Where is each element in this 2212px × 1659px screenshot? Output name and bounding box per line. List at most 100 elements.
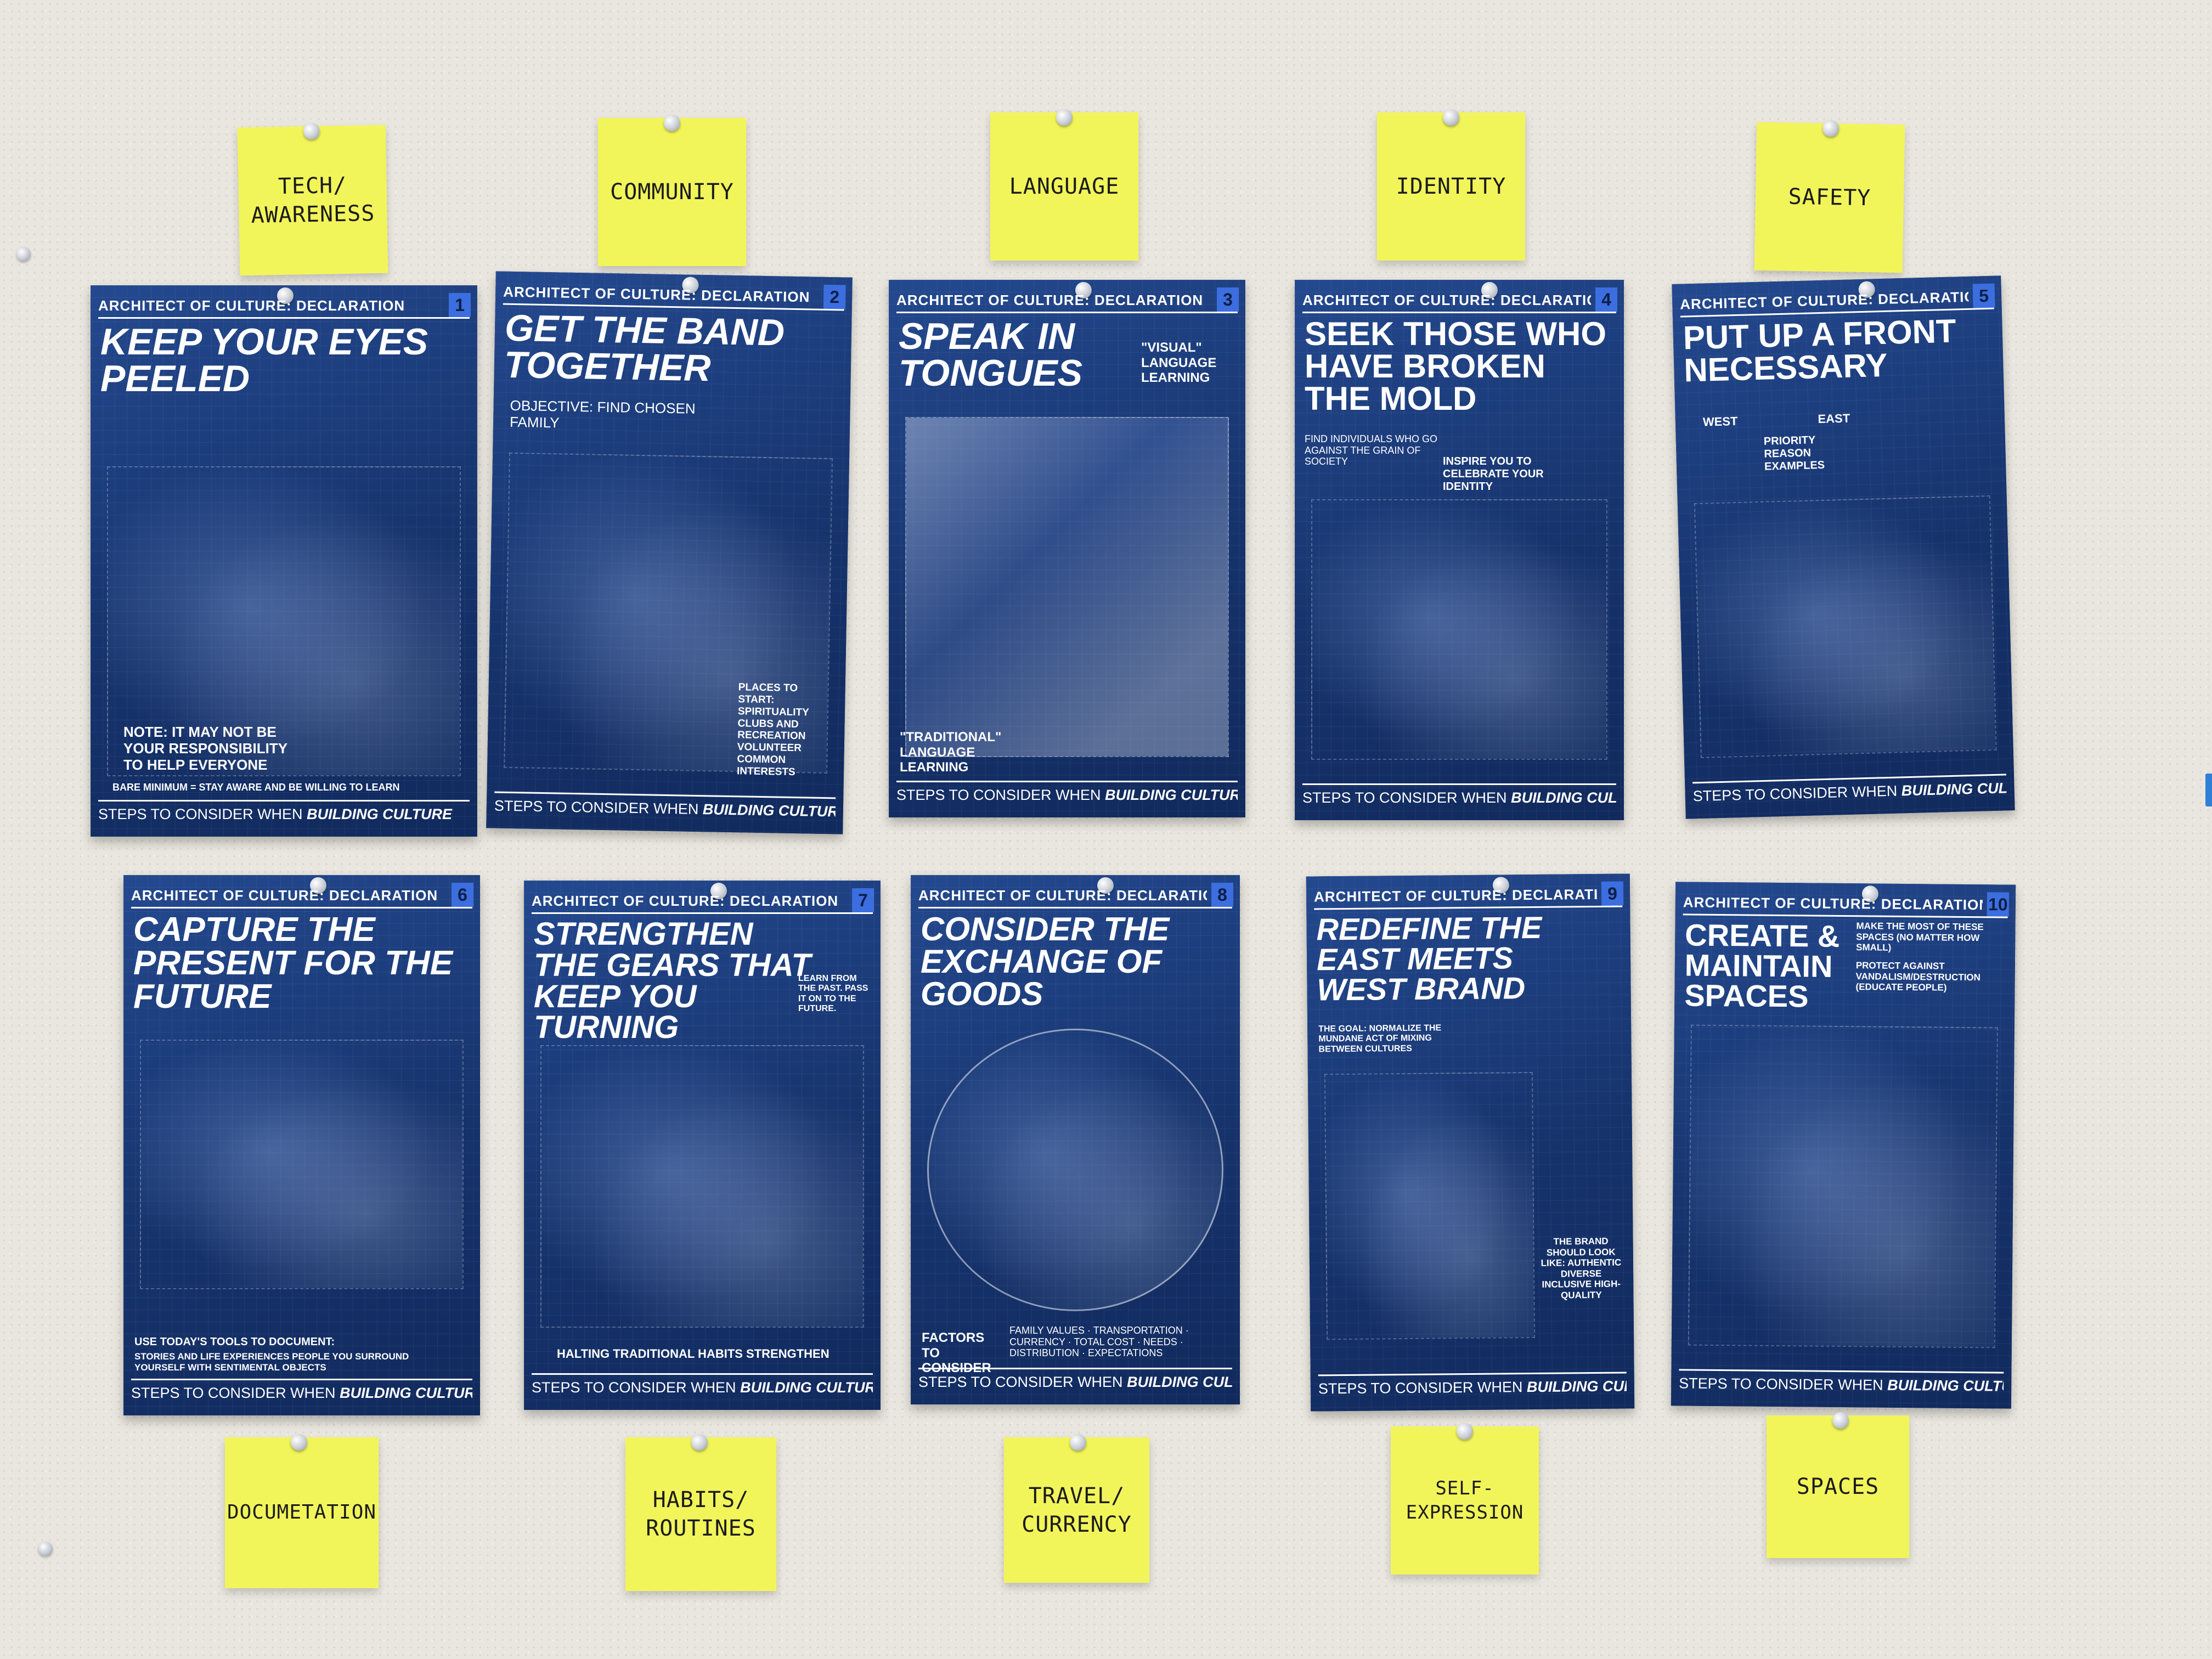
- sticky-label: DOCUMETATION: [227, 1501, 377, 1524]
- poster-7: ARCHITECT OF CULTURE: DECLARATION 7 STRE…: [524, 881, 881, 1410]
- sticky-label: TRAVEL/ CURRENCY: [1022, 1483, 1132, 1537]
- poster-collage: [540, 1045, 864, 1328]
- blue-tape-icon: [2205, 774, 2212, 806]
- pushpin-icon: [1443, 109, 1459, 126]
- poster-footer: STEPS TO CONSIDER WHEN BUILDING CULTURE: [1302, 789, 1616, 808]
- poster-note: LEARN FROM THE PAST. PASS IT ON TO THE F…: [798, 974, 868, 1014]
- poster-collage: [905, 417, 1229, 757]
- pushpin-icon: [310, 877, 326, 894]
- pushpin-icon: [1822, 120, 1839, 137]
- poster-title: KEEP YOUR EYES PEELED: [100, 321, 428, 399]
- sticky-note-community: COMMUNITY: [598, 115, 746, 266]
- poster-note: NOTE: IT MAY NOT BE YOUR RESPONSIBILITY …: [123, 724, 287, 773]
- divider: [1302, 312, 1616, 313]
- poster-number: 8: [1211, 883, 1233, 907]
- poster-title: SPEAK IN TONGUES: [899, 315, 1083, 394]
- poster-subtext: "TRADITIONAL" LANGUAGE LEARNING: [900, 730, 1002, 775]
- poster-collage: [1324, 1072, 1536, 1340]
- sticky-note-identity: IDENTITY: [1377, 109, 1525, 261]
- poster-number: 7: [852, 888, 874, 912]
- sticky-label: SELF-EXPRESSION: [1406, 1477, 1524, 1523]
- poster-subtext: PLACES TO START: SPIRITUALITY CLUBS AND …: [736, 681, 809, 778]
- pushpin-icon: [710, 883, 727, 899]
- divider: [896, 781, 1238, 782]
- sticky-label: LANGUAGE: [1009, 174, 1120, 199]
- poster-number: 6: [452, 883, 473, 907]
- poster-title: GET THE BAND TOGETHER: [504, 307, 785, 389]
- divider: [131, 907, 472, 909]
- poster-subtext: STORIES AND LIFE EXPERIENCES PEOPLE YOU …: [134, 1351, 409, 1373]
- sticky-label: IDENTITY: [1396, 174, 1506, 199]
- sticky-label: COMMUNITY: [610, 179, 734, 205]
- poster-collage: [1311, 499, 1607, 760]
- footer-emphasis: BUILDING CULTURE: [1127, 1374, 1232, 1390]
- poster-header: ARCHITECT OF CULTURE: DECLARATION: [503, 283, 810, 304]
- poster-8: ARCHITECT OF CULTURE: DECLARATION 8 CONS…: [911, 875, 1240, 1404]
- poster-number: 4: [1595, 287, 1617, 312]
- footer-emphasis: BUILDING CULTURE: [1511, 789, 1616, 806]
- sticky-note-safety: SAFETY: [1754, 120, 1905, 273]
- poster-subtext: THE BRAND SHOULD LOOK LIKE: AUTHENTIC DI…: [1541, 1235, 1622, 1301]
- divider: [896, 312, 1238, 313]
- divider: [918, 907, 1232, 909]
- poster-footer: STEPS TO CONSIDER WHEN BUILDING CULTURE: [1692, 780, 2007, 806]
- footer-emphasis: BUILDING CULTURE: [1887, 1376, 2004, 1395]
- sticky-note-language: LANGUAGE: [990, 109, 1138, 261]
- divider: [1318, 1372, 1627, 1376]
- poster-title: CREATE & MAINTAIN SPACES: [1684, 917, 1840, 1014]
- poster-3: ARCHITECT OF CULTURE: DECLARATION 3 SPEA…: [889, 280, 1245, 817]
- poster-collage: [140, 1040, 464, 1289]
- poster-header: ARCHITECT OF CULTURE: DECLARATION: [1302, 292, 1591, 307]
- poster-5: ARCHITECT OF CULTURE: DECLARATION 5 PUT …: [1672, 275, 2015, 819]
- poster-subtext: BARE MINIMUM = STAY AWARE AND BE WILLING…: [112, 782, 400, 793]
- poster-number: 2: [823, 284, 846, 309]
- pushpin-icon: [1056, 109, 1073, 126]
- poster-globe: [927, 1029, 1223, 1311]
- poster-number: 3: [1217, 287, 1239, 312]
- poster-collage: [1694, 495, 1997, 758]
- divider: [532, 912, 873, 914]
- footer-emphasis: BUILDING CULTURE: [740, 1379, 873, 1396]
- divider: [1679, 1369, 2004, 1374]
- poster-6: ARCHITECT OF CULTURE: DECLARATION 6 CAPT…: [123, 875, 480, 1415]
- sticky-note-habits-routines: HABITS/ ROUTINES: [625, 1434, 776, 1591]
- poster-header: ARCHITECT OF CULTURE: DECLARATION: [918, 887, 1207, 902]
- poster-footer: STEPS TO CONSIDER WHEN BUILDING CULTURE: [918, 1374, 1232, 1392]
- poster-number: 5: [1972, 283, 1995, 308]
- poster-note: THE GOAL: NORMALIZE THE MUNDANE ACT OF M…: [1318, 1023, 1442, 1054]
- sticky-note-documetation: DOCUMETATION: [225, 1434, 379, 1588]
- footer-prefix: STEPS TO CONSIDER WHEN: [494, 797, 699, 818]
- pushpin-icon: [1481, 282, 1498, 298]
- footer-emphasis: BUILDING CULTURE: [1901, 780, 2007, 799]
- footer-prefix: STEPS TO CONSIDER WHEN: [1692, 782, 1898, 805]
- footer-prefix: STEPS TO CONSIDER WHEN: [532, 1379, 736, 1396]
- poster-1: ARCHITECT OF CULTURE: DECLARATION 1 KEEP…: [91, 285, 477, 837]
- footer-prefix: STEPS TO CONSIDER WHEN: [918, 1374, 1123, 1390]
- pushpin-icon: [303, 122, 320, 140]
- pushpin-icon: [1832, 1412, 1849, 1429]
- sticky-label: HABITS/ ROUTINES: [646, 1487, 756, 1541]
- poster-note: MAKE THE MOST OF THESE SPACES (NO MATTER…: [1856, 921, 1984, 953]
- footer-emphasis: BUILDING CULTURE: [1105, 787, 1238, 803]
- thumbtack-icon: [38, 1542, 53, 1556]
- divider: [1302, 783, 1616, 785]
- poster-title: STRENGTHEN THE GEARS THAT KEEP YOU TURNI…: [534, 916, 811, 1046]
- poster-footer: STEPS TO CONSIDER WHEN BUILDING CULTURE: [98, 806, 470, 825]
- pushpin-icon: [277, 287, 294, 304]
- sticky-note-tech-awareness: TECH/ AWARENESS: [237, 122, 388, 276]
- poster-number: 9: [1601, 881, 1624, 906]
- poster-subtext: INSPIRE YOU TO CELEBRATE YOUR IDENTITY: [1443, 455, 1544, 493]
- divider: [98, 317, 470, 319]
- sticky-label: TECH/ AWARENESS: [251, 172, 375, 228]
- poster-subtext: HALTING TRADITIONAL HABITS STRENGTHEN: [557, 1347, 830, 1361]
- poster-header: ARCHITECT OF CULTURE: DECLARATION: [896, 292, 1204, 307]
- poster-note: USE TODAY'S TOOLS TO DOCUMENT:: [134, 1336, 335, 1348]
- pushpin-icon: [291, 1434, 307, 1451]
- poster-collage: [1688, 1024, 1998, 1348]
- poster-header: ARCHITECT OF CULTURE: DECLARATION: [131, 887, 438, 902]
- pushpin-icon: [1070, 1434, 1086, 1451]
- footer-emphasis: BUILDING CULTURE: [307, 806, 453, 822]
- pushpin-icon: [691, 1434, 708, 1451]
- poster-footer: STEPS TO CONSIDER WHEN BUILDING CULTURE: [1318, 1378, 1627, 1400]
- poster-header: ARCHITECT OF CULTURE: DECLARATION: [1313, 885, 1598, 904]
